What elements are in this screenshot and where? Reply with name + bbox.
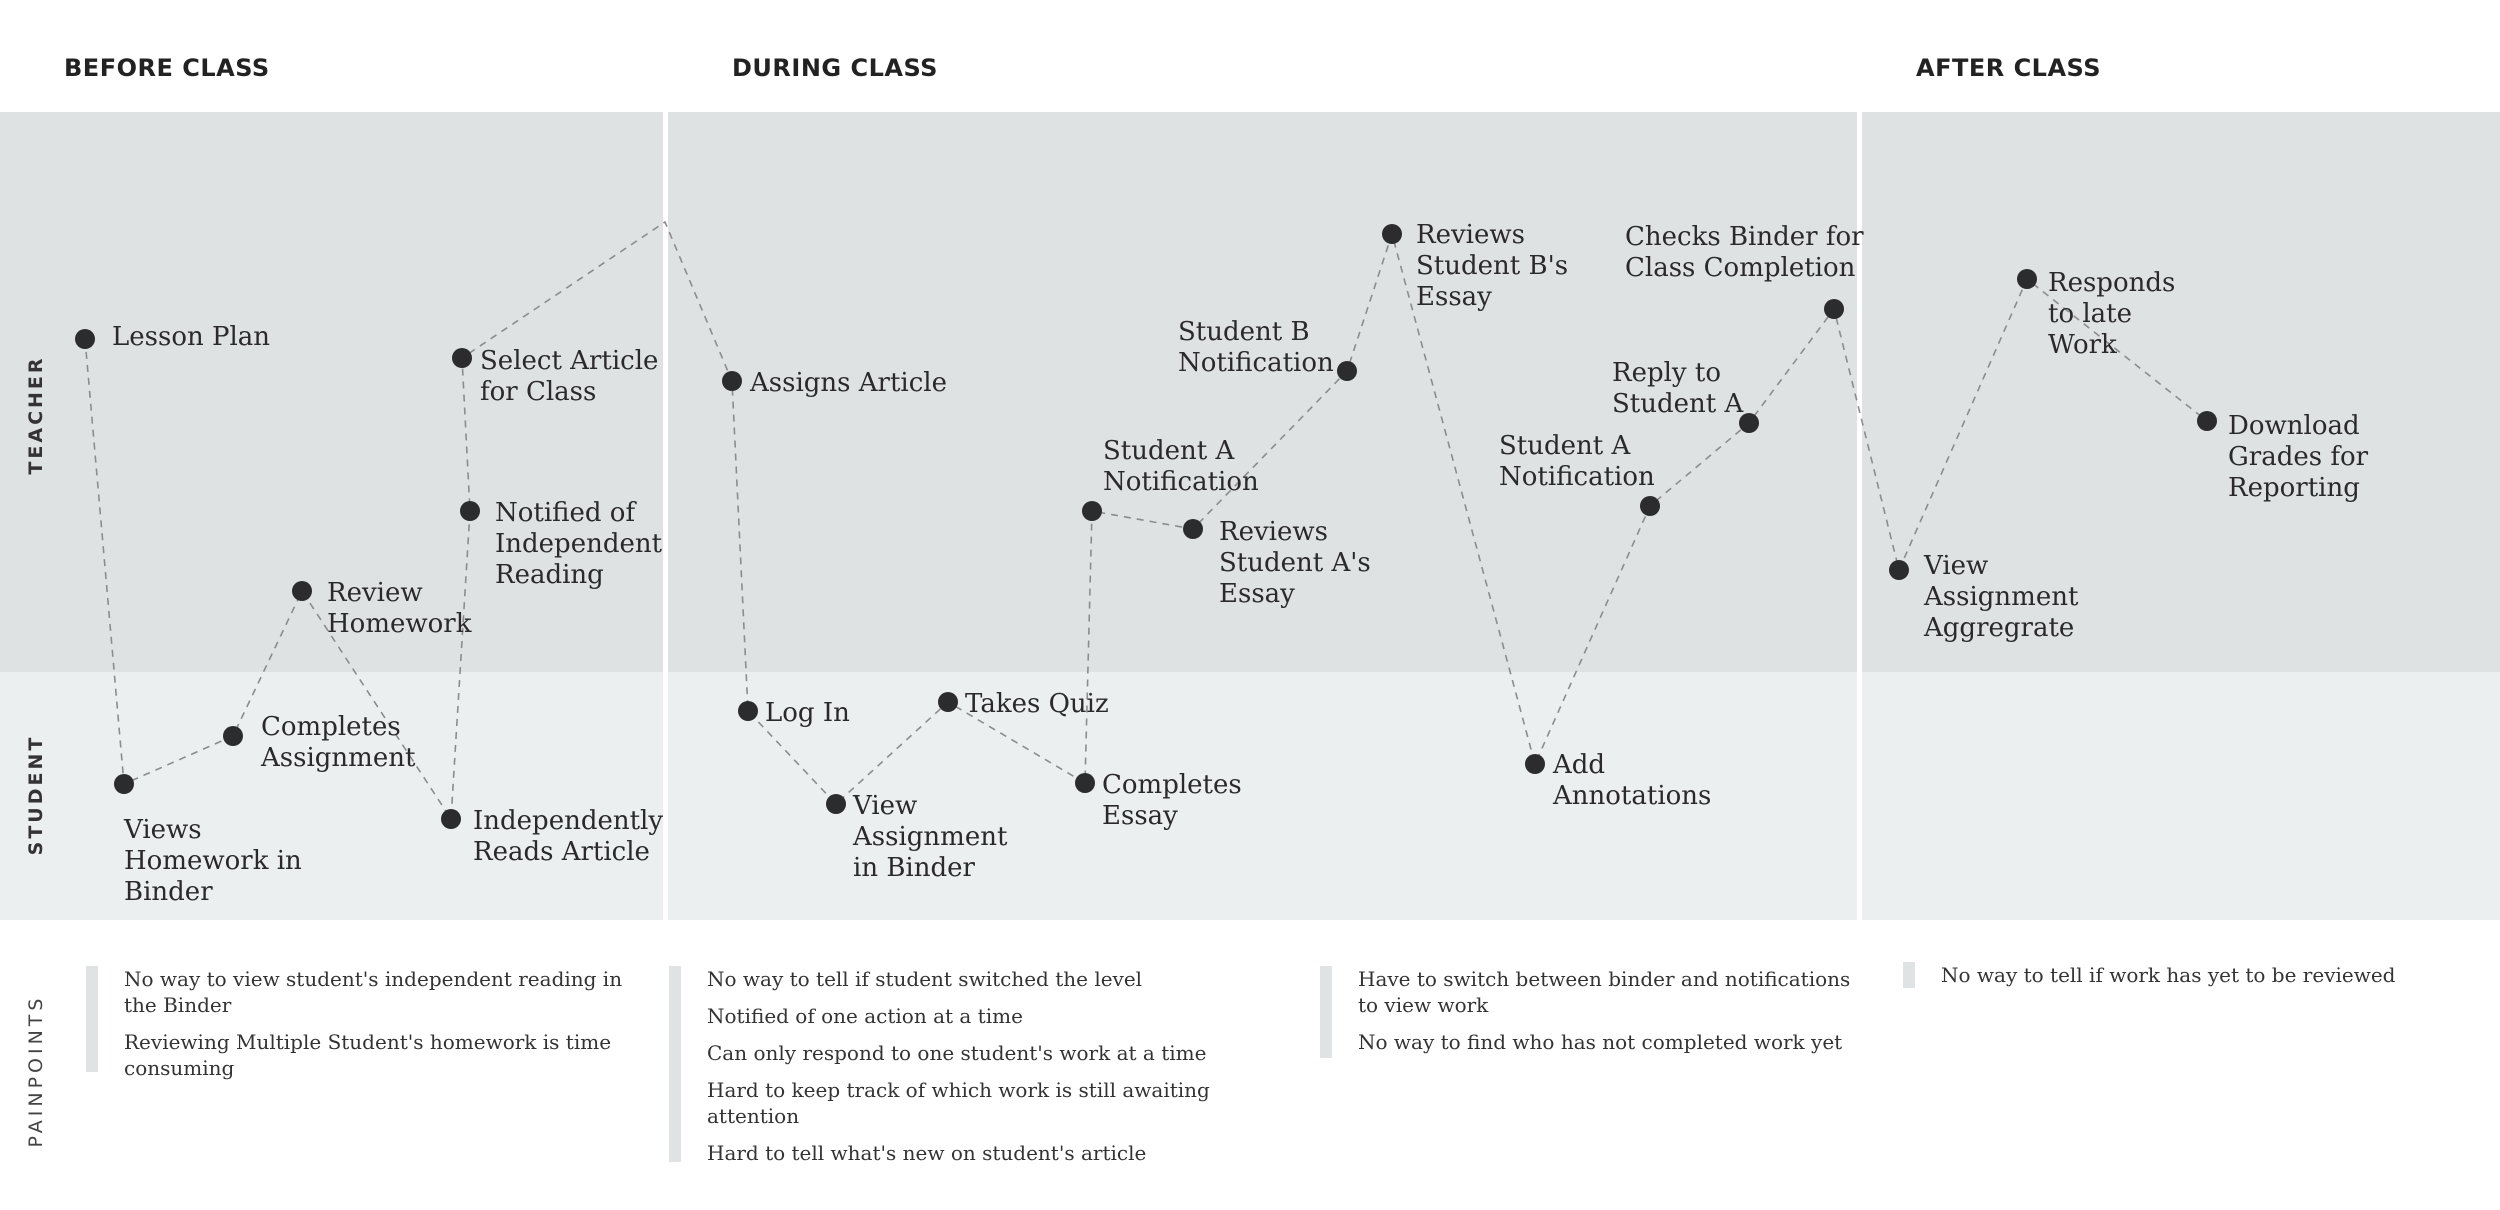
phase-before-class: BEFORE CLASS: [64, 54, 270, 82]
node-completes-assignment: [223, 726, 243, 746]
painpoint-item: Have to switch between binder and notifi…: [1358, 967, 1851, 1017]
node-views-homework: [114, 774, 134, 794]
label-log-in: Log In: [765, 698, 850, 728]
painpoint-item: Hard to tell what's new on student's art…: [707, 1141, 1147, 1165]
node-student-b-notification: [1337, 361, 1357, 381]
label-takes-quiz: Takes Quiz: [965, 689, 1109, 719]
node-select-article: [452, 348, 472, 368]
phase-after-class: AFTER CLASS: [1916, 54, 2102, 82]
label-reply-student-a: Reply to Student A: [1612, 358, 1744, 419]
label-completes-assignment: Completes Assignment: [261, 712, 416, 773]
student-lane: [0, 672, 2500, 920]
node-completes-essay: [1075, 773, 1095, 793]
painpoint-item: No way to tell if work has yet to be rev…: [1941, 963, 2396, 987]
label-reviews-student-a: Reviews Student A's Essay: [1219, 517, 1371, 609]
node-independently-reads: [441, 809, 461, 829]
node-checks-binder: [1824, 299, 1844, 319]
label-download-grades: Download Grades for Reporting: [2228, 411, 2369, 503]
phase-divider-2: [1857, 112, 1862, 920]
node-assigns-article: [722, 371, 742, 391]
label-responds-late: Responds to late Work: [2048, 268, 2176, 360]
label-reviews-student-b: Reviews Student B's Essay: [1416, 220, 1569, 312]
node-responds-late: [2017, 269, 2037, 289]
label-completes-essay: Completes Essay: [1102, 770, 1242, 831]
painpoint-item: No way to tell if student switched the l…: [707, 967, 1143, 991]
painpoint-item: Can only respond to one student's work a…: [707, 1041, 1207, 1065]
painpoint-bar: [1320, 966, 1332, 1058]
label-review-homework: Review Homework: [327, 578, 472, 639]
painpoint-bar: [1903, 962, 1915, 988]
label-student-a-notification-1: Student A Notification: [1103, 436, 1259, 497]
label-lesson-plan: Lesson Plan: [112, 322, 271, 352]
teacher-lane: [0, 112, 2500, 672]
label-student-a-notification-2: Student A Notification: [1499, 431, 1655, 492]
painpoints-before: No way to view student's independent rea…: [86, 966, 626, 1080]
node-add-annotations: [1525, 754, 1545, 774]
phase-divider-1: [663, 112, 668, 920]
node-download-grades: [2197, 411, 2217, 431]
label-add-annotations: Add Annotations: [1553, 750, 1712, 811]
node-takes-quiz: [938, 692, 958, 712]
journey-path: [84, 220, 2208, 822]
node-student-a-notification-1: [1082, 501, 1102, 521]
painpoints-during-1: No way to tell if student switched the l…: [669, 966, 1229, 1165]
painpoint-item: Reviewing Multiple Student's homework is…: [124, 1030, 612, 1080]
label-views-homework: Views Homework in Binder: [124, 815, 302, 907]
label-view-assignment-binder: View Assignment in Binder: [853, 791, 1008, 883]
painpoint-item: No way to find who has not completed wor…: [1358, 1030, 1843, 1054]
painpoint-bar: [86, 966, 98, 1072]
node-view-aggregate: [1889, 560, 1909, 580]
label-assigns-article: Assigns Article: [750, 368, 948, 398]
node-reviews-student-b: [1382, 224, 1402, 244]
label-notified-independent: Notified of Independent Reading: [495, 498, 663, 590]
painpoint-bar: [669, 966, 681, 1162]
phase-during-class: DURING CLASS: [732, 54, 938, 82]
node-lesson-plan: [75, 329, 95, 349]
node-log-in: [738, 701, 758, 721]
node-reviews-student-a: [1183, 519, 1203, 539]
node-view-assignment-binder: [826, 794, 846, 814]
label-view-aggregate: View Assignment Aggregrate: [1924, 551, 2079, 643]
label-independently-reads: Independently Reads Article: [473, 806, 664, 867]
painpoint-item: No way to view student's independent rea…: [124, 967, 623, 1017]
node-student-a-notification-2: [1640, 496, 1660, 516]
painpoint-item: Notified of one action at a time: [707, 1004, 1023, 1028]
node-review-homework: [292, 581, 312, 601]
node-reply-student-a: [1739, 413, 1759, 433]
label-student-b-notification: Student B Notification: [1178, 317, 1334, 378]
painpoint-item: Hard to keep track of which work is stil…: [707, 1078, 1210, 1128]
label-checks-binder: Checks Binder for Class Completion: [1625, 222, 1864, 283]
node-notified-independent: [460, 501, 480, 521]
label-select-article: Select Article for Class: [480, 346, 659, 407]
painpoints-during-2: Have to switch between binder and notifi…: [1320, 966, 1860, 1058]
painpoints-after: No way to tell if work has yet to be rev…: [1903, 962, 2463, 988]
